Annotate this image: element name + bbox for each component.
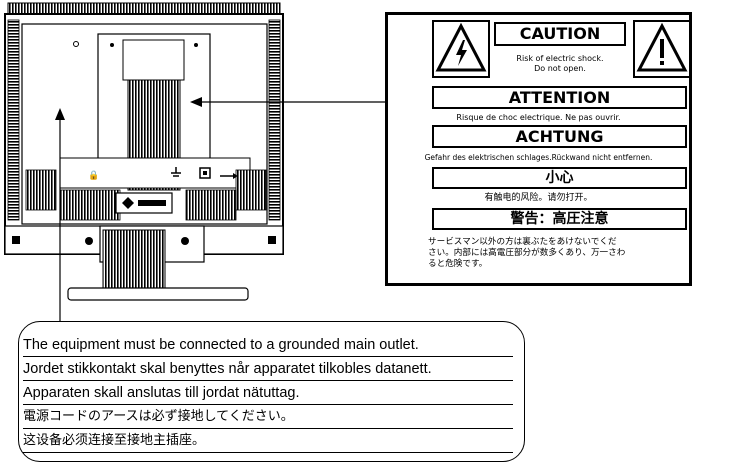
caution-label: CAUTION Risk of electric shock. Do not o… xyxy=(385,12,692,286)
notice-line-japanese: 電源コードのアースは必ず接地してください。 xyxy=(23,407,513,429)
japanese-warning-text-3: ると危険です。 xyxy=(428,259,488,269)
japanese-warning-title: 警告：高圧注意 xyxy=(432,208,687,230)
notice-line-norwegian: Jordet stikkontakt skal benyttes når app… xyxy=(23,359,513,381)
notice-line-english: The equipment must be connected to a gro… xyxy=(23,335,513,357)
achtung-title: ACHTUNG xyxy=(432,125,687,148)
japanese-warning-text-2: さい。内部には高電圧部分が数多くあり、万一さわ xyxy=(428,248,626,258)
ground-port-icon xyxy=(170,164,182,177)
exclamation-warning-icon xyxy=(633,20,691,78)
caution-title: CAUTION xyxy=(494,22,626,46)
usb-port-icon xyxy=(220,166,238,179)
chinese-caution-title: 小心 xyxy=(432,167,687,189)
power-port-icon xyxy=(199,164,211,179)
achtung-text: Gefahr des elektrischen schlages.Rückwan… xyxy=(424,153,653,162)
lightning-warning-icon xyxy=(432,20,490,78)
attention-text: Risque de choc electrique. Ne pas ouvrir… xyxy=(456,113,621,122)
caution-text-1: Risk of electric shock. xyxy=(516,54,604,63)
grounding-notice: The equipment must be connected to a gro… xyxy=(18,321,525,462)
chinese-caution-text: 有触电的风险。请勿打开。 xyxy=(484,193,593,203)
attention-title: ATTENTION xyxy=(432,86,687,109)
notice-line-chinese: 这设备必须连接至接地主插座。 xyxy=(23,431,513,453)
svg-text:🔒: 🔒 xyxy=(88,170,99,181)
notice-line-swedish: Apparaten skall anslutas till jordat nät… xyxy=(23,383,513,405)
caution-text-2: Do not open. xyxy=(534,64,586,73)
japanese-warning-text-1: サービスマン以外の方は裏ぶたをあけないでくだ xyxy=(428,237,617,247)
